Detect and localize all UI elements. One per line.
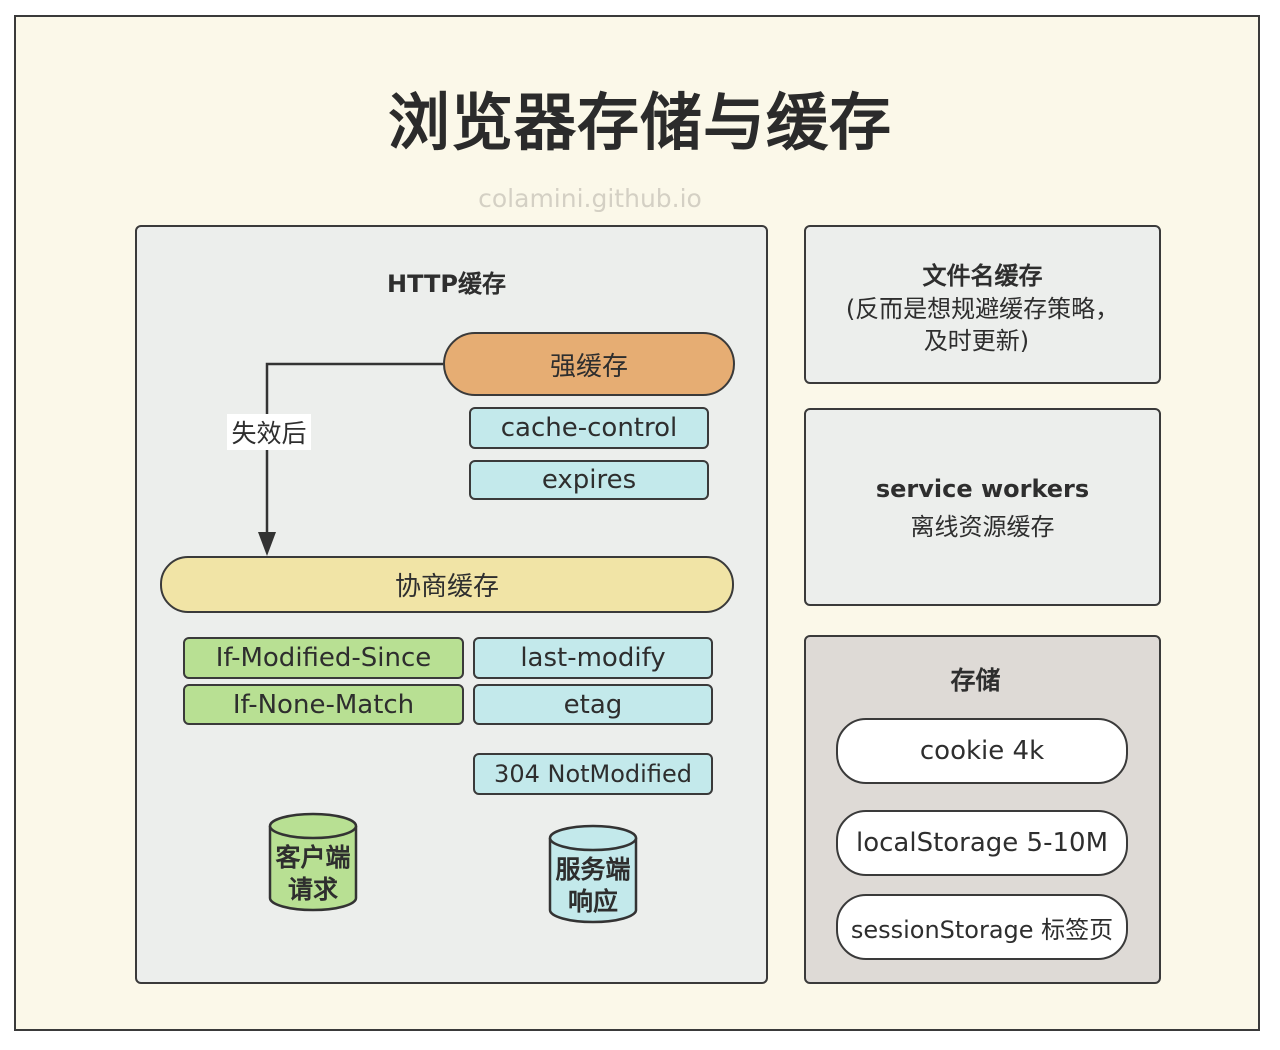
client-cylinder-shape: [268, 812, 358, 912]
client-cylinder-line1: 客户端: [275, 843, 351, 872]
if-none-match-tag: If-None-Match: [183, 684, 464, 725]
service-workers-panel: [804, 408, 1161, 606]
filename-cache-heading: 文件名缓存: [922, 262, 1043, 290]
watermark: colamini.github.io: [478, 184, 702, 213]
sessionstorage-item: sessionStorage 标签页: [836, 894, 1128, 960]
http-cache-heading: HTTP缓存: [387, 270, 506, 298]
filename-cache-line2: 及时更新): [923, 327, 1030, 355]
last-modify-tag: last-modify: [473, 637, 713, 679]
server-cylinder-line1: 服务端: [555, 855, 631, 884]
negotiate-cache-node: 协商缓存: [160, 556, 734, 613]
page-title: 浏览器存储与缓存: [387, 86, 892, 159]
filename-cache-panel: [804, 225, 1161, 384]
server-cylinder-shape: [548, 824, 638, 924]
filename-cache-line1: (反而是想规避缓存策略，: [845, 295, 1120, 323]
status-304-tag: 304 NotModified: [473, 753, 713, 795]
localstorage-item: localStorage 5-10M: [836, 810, 1128, 876]
server-cylinder-line2: 响应: [567, 887, 618, 916]
strong-cache-node: 强缓存: [443, 332, 735, 396]
service-workers-subtitle: 离线资源缓存: [910, 513, 1055, 541]
storage-heading: 存储: [950, 666, 1001, 695]
arrow-label: 失效后: [227, 414, 311, 450]
etag-tag: etag: [473, 684, 713, 725]
if-modified-since-tag: If-Modified-Since: [183, 637, 464, 679]
expires-tag: expires: [469, 460, 709, 500]
cookie-item: cookie 4k: [836, 718, 1128, 784]
cache-control-tag: cache-control: [469, 407, 709, 449]
client-cylinder-line2: 请求: [287, 875, 338, 904]
service-workers-heading: service workers: [875, 475, 1090, 503]
